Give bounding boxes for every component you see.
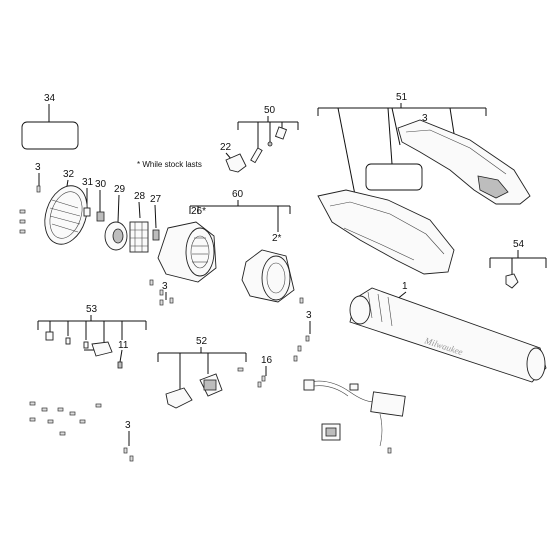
callout-54: 54 xyxy=(513,239,525,250)
label-box-34 xyxy=(21,121,79,150)
callout-2: 2* xyxy=(272,233,282,244)
part-32-grille xyxy=(44,185,88,245)
callout-53: 53 xyxy=(86,304,98,315)
part-27 xyxy=(152,229,160,241)
callout-51: 51 xyxy=(396,92,408,103)
callout-3-right: 3 xyxy=(306,310,312,321)
callout-3-housing: 3 xyxy=(422,113,428,124)
screws xyxy=(19,185,392,462)
callout-3-mid: 3 xyxy=(162,281,168,292)
callout-60: 60 xyxy=(232,189,244,200)
callout-28: 28 xyxy=(134,191,146,202)
part-51-housing-left xyxy=(317,189,455,275)
bracket-54 xyxy=(489,250,547,275)
part-53-motor-set xyxy=(45,331,123,369)
part-28-impeller xyxy=(129,221,149,253)
bracket-53 xyxy=(37,315,147,342)
callout-30: 30 xyxy=(95,179,107,190)
callout-32: 32 xyxy=(63,169,75,180)
callout-3-left: 3 xyxy=(35,162,41,173)
part-wiring-harness xyxy=(303,379,406,447)
callout-31: 31 xyxy=(82,177,94,188)
stock-note: * While stock lasts xyxy=(137,160,202,169)
callout-3-bottom: 3 xyxy=(125,420,131,431)
part-22-trigger xyxy=(225,153,247,173)
part-26-fan-shroud xyxy=(157,221,217,283)
callout-34: 34 xyxy=(44,93,56,104)
label-box-51 xyxy=(365,163,423,191)
bracket-60 xyxy=(189,200,291,232)
callout-52: 52 xyxy=(196,336,208,347)
leader-lines xyxy=(38,152,407,446)
callout-26: 26* xyxy=(191,206,206,217)
part-51-housing-right xyxy=(397,119,531,205)
callout-50: 50 xyxy=(264,105,276,116)
part-52-terminal-block xyxy=(165,373,223,409)
part-31 xyxy=(83,207,91,217)
part-30 xyxy=(96,211,105,222)
part-50-switch-set xyxy=(250,126,288,164)
callout-11: 11 xyxy=(118,340,129,351)
part-1-nozzle xyxy=(349,287,547,383)
callout-1: 1 xyxy=(402,281,408,292)
part-54-clip xyxy=(505,273,519,289)
bracket-52 xyxy=(157,347,247,390)
callout-22: 22 xyxy=(220,142,232,153)
part-2-duct xyxy=(241,249,295,303)
part-terminal-module xyxy=(321,423,341,441)
callout-29: 29 xyxy=(114,184,126,195)
callout-27: 27 xyxy=(150,194,162,205)
callout-16: 16 xyxy=(261,355,273,366)
part-29-fan xyxy=(104,221,128,251)
